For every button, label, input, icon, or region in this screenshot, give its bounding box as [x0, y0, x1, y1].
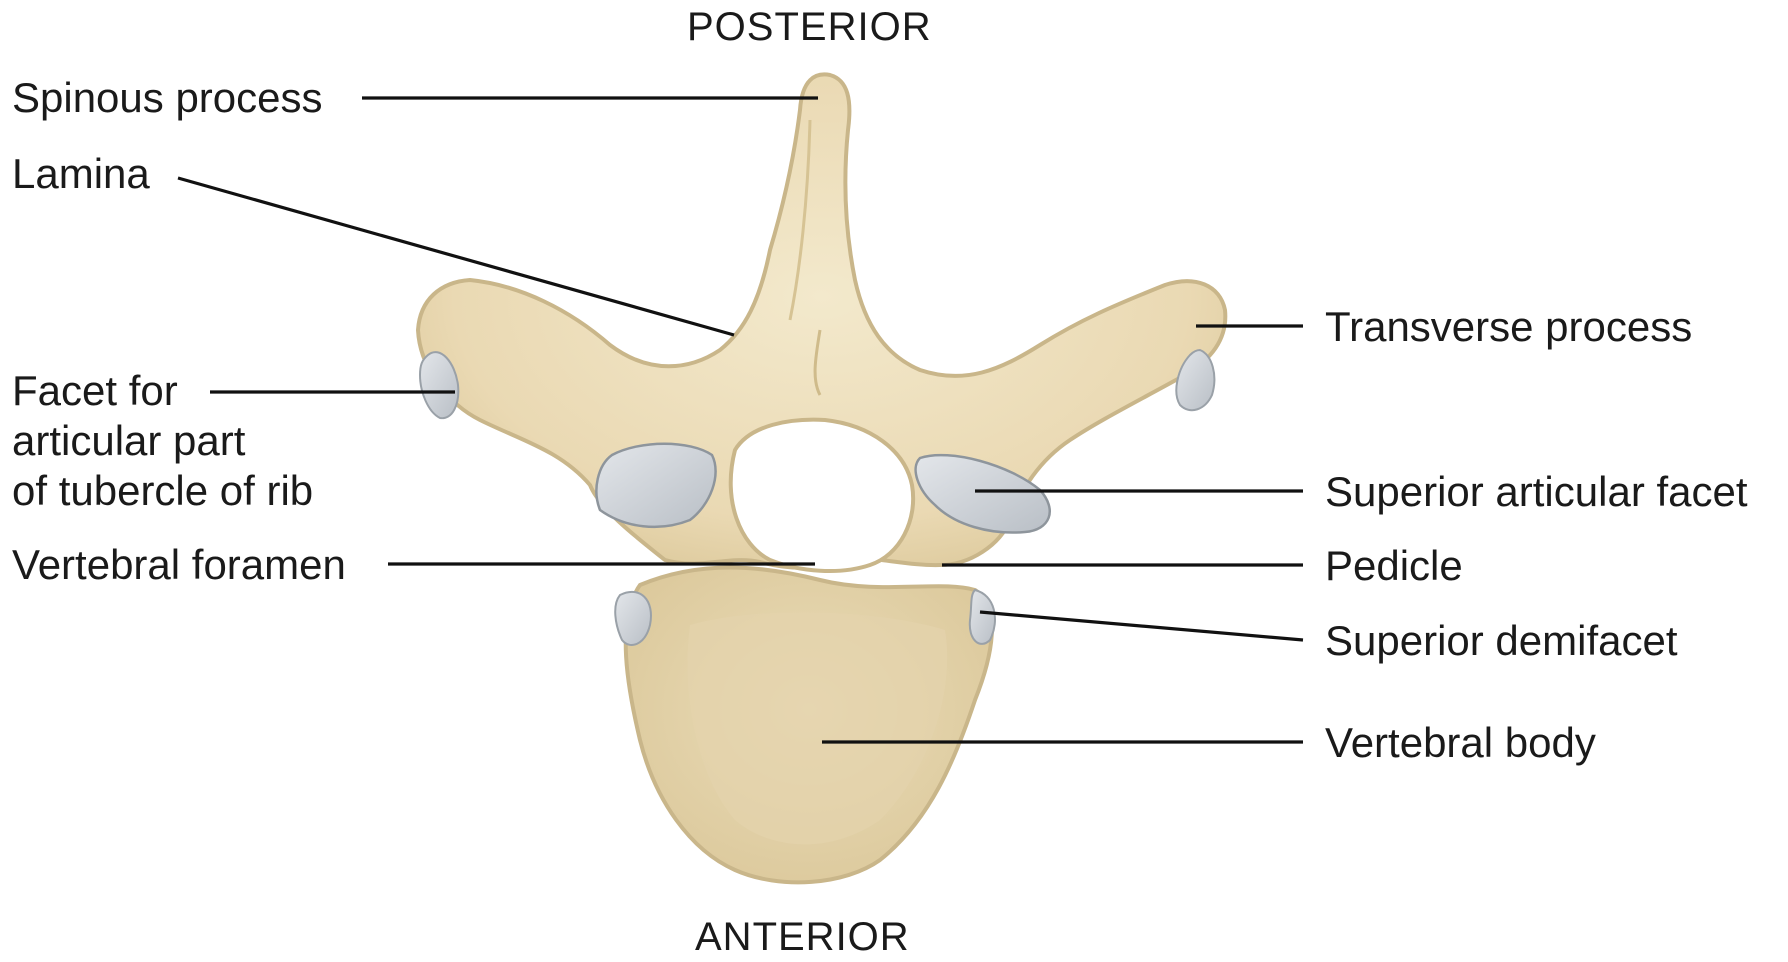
label-lamina: Lamina — [12, 149, 150, 199]
anterior-label: ANTERIOR — [695, 912, 910, 962]
right-demifacet-shape — [970, 590, 995, 644]
leader-superior-demifacet — [980, 612, 1303, 640]
label-facet-rib-line1: Facet for — [12, 366, 178, 416]
label-spinous-process: Spinous process — [12, 73, 323, 123]
label-superior-demifacet: Superior demifacet — [1325, 616, 1678, 666]
label-pedicle: Pedicle — [1325, 541, 1463, 591]
label-facet-rib-line3: of tubercle of rib — [12, 466, 313, 516]
label-vertebral-body: Vertebral body — [1325, 718, 1596, 768]
label-superior-articular-facet: Superior articular facet — [1325, 467, 1748, 517]
label-facet-rib-line2: articular part — [12, 416, 245, 466]
label-vertebral-foramen: Vertebral foramen — [12, 540, 346, 590]
left-superior-articular-facet-shape — [596, 444, 715, 527]
label-transverse-process: Transverse process — [1325, 302, 1692, 352]
posterior-label: POSTERIOR — [687, 2, 932, 52]
left-demifacet-shape — [615, 592, 651, 645]
vertebral-foramen-shape — [731, 420, 913, 571]
